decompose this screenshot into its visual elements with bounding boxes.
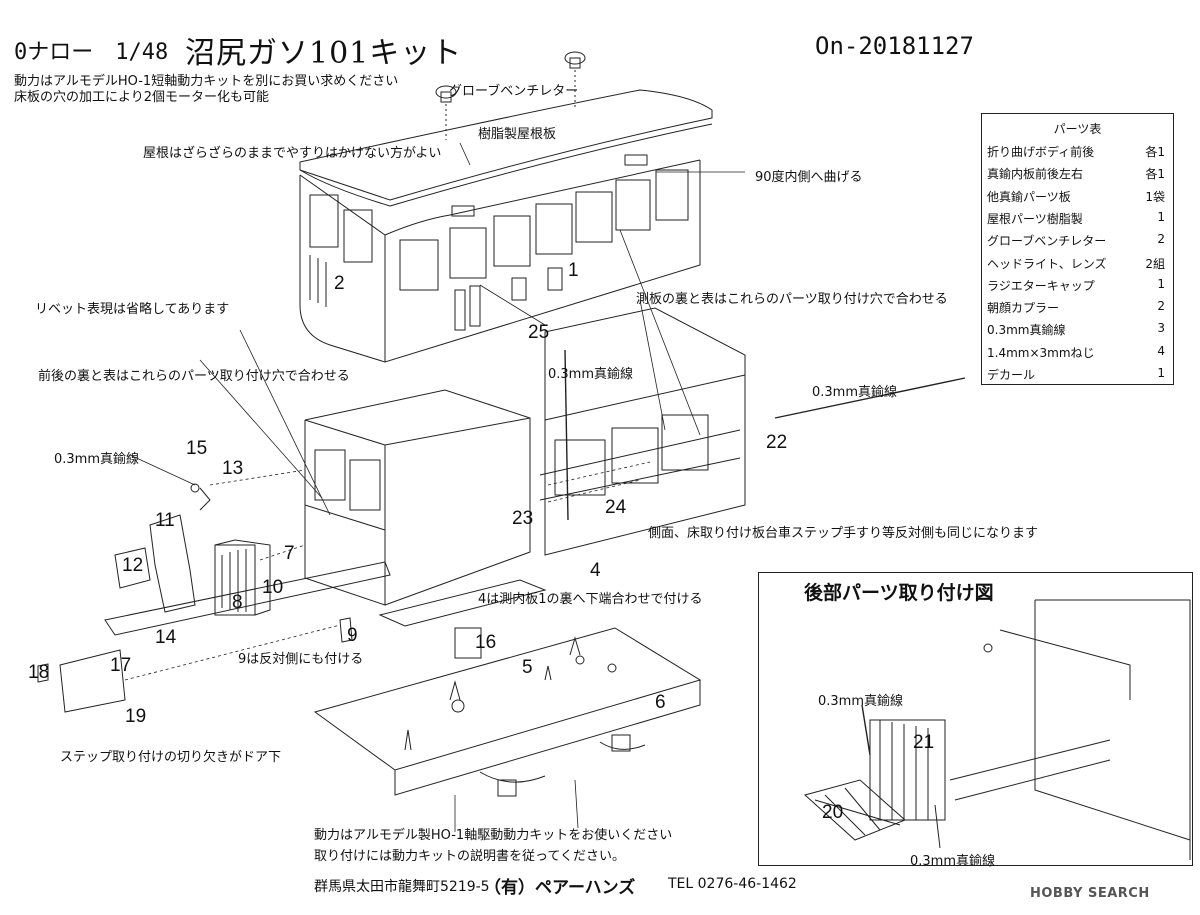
parts-table-row: 1.4mm×3mmねじ 4 [982,341,1173,363]
part-number: 14 [155,627,177,648]
floor-chassis [313,579,702,797]
glove-ventilator-label: グローブベンチレター [449,84,579,99]
power-use-note-1: 動力はアルモデル製HO-1軸駆動動力キットをお使いください [314,828,673,843]
part-number: 21 [913,732,935,753]
part-name: 朝顔カプラー [987,301,1060,316]
part-name: 0.3mm真鍮線 [987,323,1066,338]
part-number: 8 [232,592,243,613]
doc-code: On-20181127 [815,32,974,60]
part-name: デカール [987,368,1036,382]
parts-table-row: 折り曲げボディ前後 各1 [982,140,1173,162]
part-name: 他真鍮パーツ板 [987,189,1071,204]
parts-table-row: ラジエターキャップ 1 [982,274,1173,296]
part-number: 11 [155,510,175,531]
part-number: 22 [766,432,788,453]
part-number: 1 [568,260,579,281]
parts-table-row: グローブベンチレター 2 [982,229,1173,251]
rivet-note: リベット表現は省略してあります [35,302,230,317]
part-name: ヘッドライト、レンズ [987,256,1107,271]
part-number: 6 [655,692,666,713]
part-name: 真鍮内板前後左右 [987,167,1084,182]
part-qty: 各1 [1145,167,1165,182]
watermark-logo: HOBBY SEARCH [1030,886,1150,901]
part-qty: 1 [1157,276,1165,291]
parts-table-row: 0.3mm真鍮線 3 [982,318,1173,340]
body-shell [299,154,701,363]
part-name: ラジエターキャップ [987,278,1095,293]
glove-ventilator [435,51,586,140]
part-name: 屋根パーツ樹脂製 [987,211,1083,226]
part-number: 5 [522,657,533,678]
roof-note: 屋根はざらざらのままでやすりはかけない方がよい [143,146,442,161]
power-intro-note-2: 床板の穴の加工により2個モーター化も可能 [14,90,270,105]
part-qty: 2 [1157,232,1165,247]
page-title: 沼尻ガソ101キット [185,36,463,71]
part-number: 13 [222,458,244,479]
front-parts [37,483,391,713]
resin-roof-label: 樹脂製屋根板 [478,127,557,142]
part-qty: 2 [1157,299,1165,314]
parts-table-row: 屋根パーツ樹脂製 1 [982,207,1173,229]
part-number: 24 [605,497,627,518]
part-number: 17 [110,655,132,676]
roof-panel [299,89,713,207]
part-number: 20 [822,802,844,823]
wire-label-center: 0.3mm真鍮線 [548,367,634,382]
part-number: 25 [528,322,550,343]
footer-address: 群馬県太田市龍舞町5219-5 [314,879,490,895]
same-other-side-note: 側面、床取り付け板台車ステップ手すり等反対側も同じになります [648,526,1039,541]
part-qty: 2組 [1145,256,1165,271]
part-number: 15 [186,438,208,459]
part-number: 23 [512,508,534,529]
parts-table-row: 真鍮内板前後左右 各1 [982,162,1173,184]
part-qty: 1 [1157,366,1165,380]
inset-wire-label-b: 0.3mm真鍮線 [910,854,996,869]
inset-frame [758,572,1193,866]
parts-table-row: ヘッドライト、レンズ 2組 [982,252,1173,274]
inset-title: 後部パーツ取り付け図 [804,582,994,604]
parts-table-row: 他真鍮パーツ板 1袋 [982,185,1173,207]
part-number: 18 [28,662,50,683]
part9-note: 9は反対側にも付ける [238,652,364,667]
part-number: 10 [262,577,284,598]
wire-label-left: 0.3mm真鍮線 [54,452,140,467]
side-panel-holes-note: 測板の裏と表はこれらのパーツ取り付け穴で合わせる [636,292,948,307]
power-use-note-2: 取り付けには動力キットの説明書を従ってください。 [314,849,625,864]
footer-company: （有）ペアーハンズ [484,878,636,898]
part-number: 7 [284,543,295,564]
part-qty: 1袋 [1145,189,1165,204]
part-number: 19 [125,706,147,727]
part-number: 4 [590,560,601,581]
part-qty: 各1 [1145,145,1165,159]
inset-drawing [803,599,1191,860]
power-intro-note-1: 動力はアルモデルHO-1短軸動力キットを別にお買い求めください [14,74,399,89]
part-number: 2 [334,273,345,294]
part-qty: 4 [1157,343,1165,358]
part-number: 16 [475,632,497,653]
part-name: 1.4mm×3mmねじ [987,345,1095,360]
part-name: グローブベンチレター [987,234,1107,249]
inset-wire-label-a: 0.3mm真鍮線 [818,694,904,709]
part-name: 折り曲げボディ前後 [987,145,1095,159]
part-qty: 1 [1157,209,1165,224]
parts-table-row: 朝顔カプラー 2 [982,296,1173,318]
step-note: ステップ取り付けの切り欠きがドア下 [60,750,282,765]
parts-table-row: デカール 1 [982,363,1173,385]
part4-note: 4は測内板1の裏へ下端合わせで付ける [478,592,703,607]
wire-label-right: 0.3mm真鍮線 [812,385,898,400]
bend-note: 90度内側へ曲げる [755,170,863,185]
front-back-holes-note: 前後の裏と表はこれらのパーツ取り付け穴で合わせる [38,369,350,384]
parts-table-heading: パーツ表 [1053,122,1102,136]
lower-body [304,307,746,606]
part-number: 9 [347,625,358,646]
leader-lines [124,142,966,832]
footer-tel: TEL 0276-46-1462 [668,876,797,892]
part-qty: 3 [1157,321,1165,336]
scale-label: 0ナロー 1/48 [14,40,169,65]
part-number: 12 [122,555,144,576]
